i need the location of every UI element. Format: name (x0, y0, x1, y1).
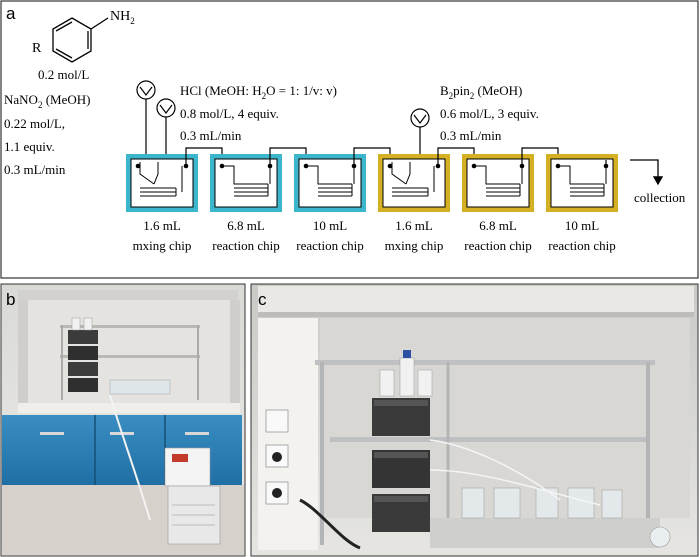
nitrite-concentration: 0.22 mol/L, (4, 116, 65, 131)
panel-label-c: c (258, 290, 267, 309)
chip-2: 6.8 mL reaction chip (210, 147, 307, 253)
chip-volume-label: 10 mL (313, 218, 347, 233)
chip-5: 6.8 mL reaction chip (462, 147, 559, 253)
chip-type-label: reaction chip (464, 238, 532, 253)
amine-concentration: 0.2 mol/L (38, 67, 89, 82)
chip-type-label: reaction chip (212, 238, 280, 253)
nitrite-label: NaNO2 (MeOH) (4, 92, 90, 110)
panel-b-photo (0, 283, 246, 557)
nitrite-equivalents: 1.1 equiv. (4, 139, 55, 154)
aniline-structure (52, 17, 109, 63)
panel-a-frame (0, 0, 699, 279)
chip-volume-label: 1.6 mL (395, 218, 433, 233)
chip-6: 10 mL reaction chip (546, 154, 618, 253)
panel-label-a: a (6, 4, 16, 23)
boron-concentration: 0.6 mol/L, 3 equiv. (440, 106, 539, 121)
pump-icon (136, 80, 156, 100)
chip-type-label: mxing chip (385, 238, 444, 253)
hcl-concentration: 0.8 mol/L, 4 equiv. (180, 106, 279, 121)
chip-volume-label: 10 mL (565, 218, 599, 233)
chip-type-label: reaction chip (548, 238, 616, 253)
chip-volume-label: 1.6 mL (143, 218, 181, 233)
panel-label-b: b (6, 290, 15, 309)
hcl-flow-rate: 0.3 mL/min (180, 128, 242, 143)
collection-label: collection (634, 190, 686, 205)
panel-c-photo (250, 283, 699, 557)
outlet-arrow (630, 159, 664, 186)
chip-volume-label: 6.8 mL (479, 218, 517, 233)
chip-type-label: reaction chip (296, 238, 364, 253)
amine-label: NH2 (110, 9, 135, 26)
boron-label: B2pin2 (MeOH) (440, 83, 522, 101)
boron-flow-rate: 0.3 mL/min (440, 128, 502, 143)
hcl-label: HCl (MeOH: H2O = 1: 1/v: v) (180, 83, 337, 101)
chip-4: 1.6 mL mxing chip (378, 147, 475, 253)
chip-volume-label: 6.8 mL (227, 218, 265, 233)
chip-type-label: mxing chip (133, 238, 192, 253)
substituent-label: R (32, 41, 42, 56)
pump-icon (410, 108, 430, 128)
chip-1: 1.6 mL mxing chip (126, 147, 223, 253)
nitrite-flow-rate: 0.3 mL/min (4, 162, 66, 177)
chip-3: 10 mL reaction chip (294, 147, 391, 253)
pump-icon (156, 98, 176, 118)
